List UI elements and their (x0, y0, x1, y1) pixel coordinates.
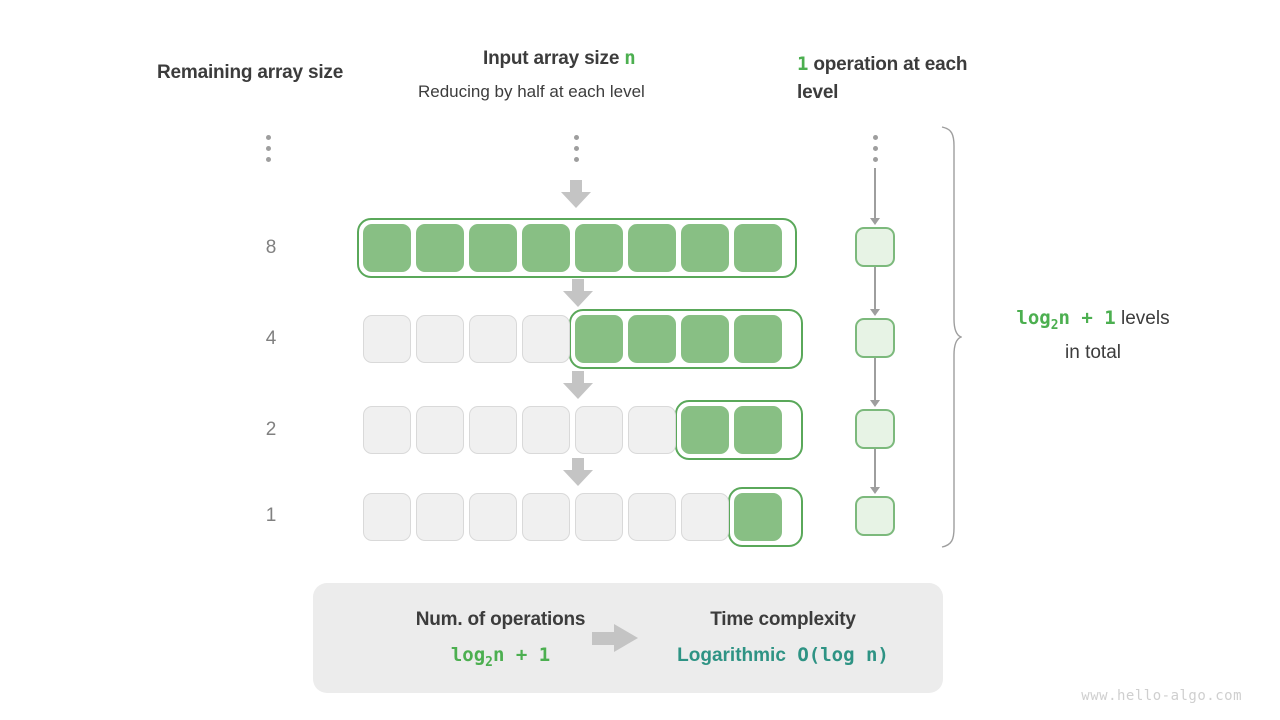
operation-connector (874, 267, 876, 311)
array-cell (522, 493, 570, 541)
reduce-arrow-0 (561, 180, 591, 208)
array-cell (416, 493, 464, 541)
array-cell (469, 224, 517, 272)
summary-complexity-value: Logarithmic O(log n) (643, 644, 923, 667)
header-remaining-array-size: Remaining array size (157, 62, 344, 83)
reduce-arrow-2 (563, 371, 593, 399)
array-cell (363, 315, 411, 363)
operation-connector (874, 449, 876, 489)
array-cell (363, 406, 411, 454)
active-range-outline (357, 218, 797, 278)
header-variable-n: n (624, 47, 636, 69)
array-cell (469, 315, 517, 363)
array-row-2 (363, 400, 803, 460)
array-cell (734, 493, 782, 541)
array-cell (416, 406, 464, 454)
size-label-2: 2 (265, 419, 277, 440)
summary-box: Num. of operations log2n + 1 Time comple… (313, 583, 943, 693)
array-cell (575, 406, 623, 454)
summary-complexity-title: Time complexity (710, 609, 856, 630)
array-cell (363, 224, 411, 272)
array-cell (575, 224, 623, 272)
array-cell (575, 493, 623, 541)
array-cell (416, 315, 464, 363)
array-cell (734, 224, 782, 272)
header-operation-count: 1 (797, 53, 809, 75)
array-cell (681, 224, 729, 272)
operation-cell-level-4 (855, 318, 895, 358)
header-input-array-size-text: Input array size (483, 48, 625, 69)
operation-cell-level-8 (855, 227, 895, 267)
size-label-4: 4 (265, 328, 277, 349)
levels-annotation-suffix: levels (1115, 308, 1170, 329)
array-row-4 (363, 309, 803, 369)
array-cell (681, 315, 729, 363)
array-cell (522, 406, 570, 454)
operation-cell-level-2 (855, 409, 895, 449)
size-label-1: 1 (265, 505, 277, 526)
array-cell (734, 406, 782, 454)
array-cell (628, 406, 676, 454)
array-cell (628, 315, 676, 363)
levels-formula: log2n + 1 (1016, 307, 1116, 333)
operation-cell-level-1 (855, 496, 895, 536)
size-label-8: 8 (265, 237, 277, 258)
reduce-arrow-1 (563, 279, 593, 307)
array-cell (734, 315, 782, 363)
header-operation-text: operation at each level (797, 54, 968, 103)
array-cell (628, 224, 676, 272)
summary-operations: Num. of operations log2n + 1 (343, 609, 658, 670)
levels-brace (941, 126, 962, 548)
levels-annotation-line2: in total (1065, 341, 1121, 363)
summary-operations-value: log2n + 1 (450, 644, 551, 670)
operation-arrowhead (870, 218, 880, 225)
operation-arrowhead (870, 309, 880, 316)
array-cell (522, 315, 570, 363)
array-cell (363, 493, 411, 541)
summary-complexity-word: Logarithmic (677, 645, 786, 666)
operation-connector (874, 358, 876, 402)
array-cell (469, 406, 517, 454)
operation-arrowhead (870, 400, 880, 407)
array-cell (628, 493, 676, 541)
active-range-outline (728, 487, 803, 547)
array-cell (469, 493, 517, 541)
summary-operations-title: Num. of operations (415, 609, 586, 630)
array-cell (681, 406, 729, 454)
levels-annotation: log2n + 1 levels in total (988, 305, 1198, 366)
array-ellipsis (571, 135, 581, 168)
array-cell (681, 493, 729, 541)
active-range-outline (675, 400, 803, 460)
operation-connector (874, 168, 876, 220)
reduce-arrow-3 (563, 458, 593, 486)
summary-arrow-icon (592, 624, 638, 652)
array-cell (575, 315, 623, 363)
header-input-array-subtitle: Reducing by half at each level (418, 82, 645, 101)
watermark: www.hello-algo.com (1081, 688, 1242, 704)
summary-complexity-bigo: O(log n) (785, 644, 889, 666)
summary-complexity: Time complexity Logarithmic O(log n) (643, 609, 923, 667)
active-range-outline (569, 309, 803, 369)
array-cell (522, 224, 570, 272)
array-row-1 (363, 487, 803, 547)
levels-annotation-line1: log2n + 1 levels (988, 305, 1198, 339)
header-input-array-size: Input array size n (483, 47, 636, 70)
operation-arrowhead (870, 487, 880, 494)
header-operations-per-level: 1 operation at each level (797, 50, 977, 107)
size-label-ellipsis (263, 135, 273, 168)
operation-ellipsis (870, 135, 880, 168)
array-cell (416, 224, 464, 272)
array-row-8 (357, 218, 797, 278)
